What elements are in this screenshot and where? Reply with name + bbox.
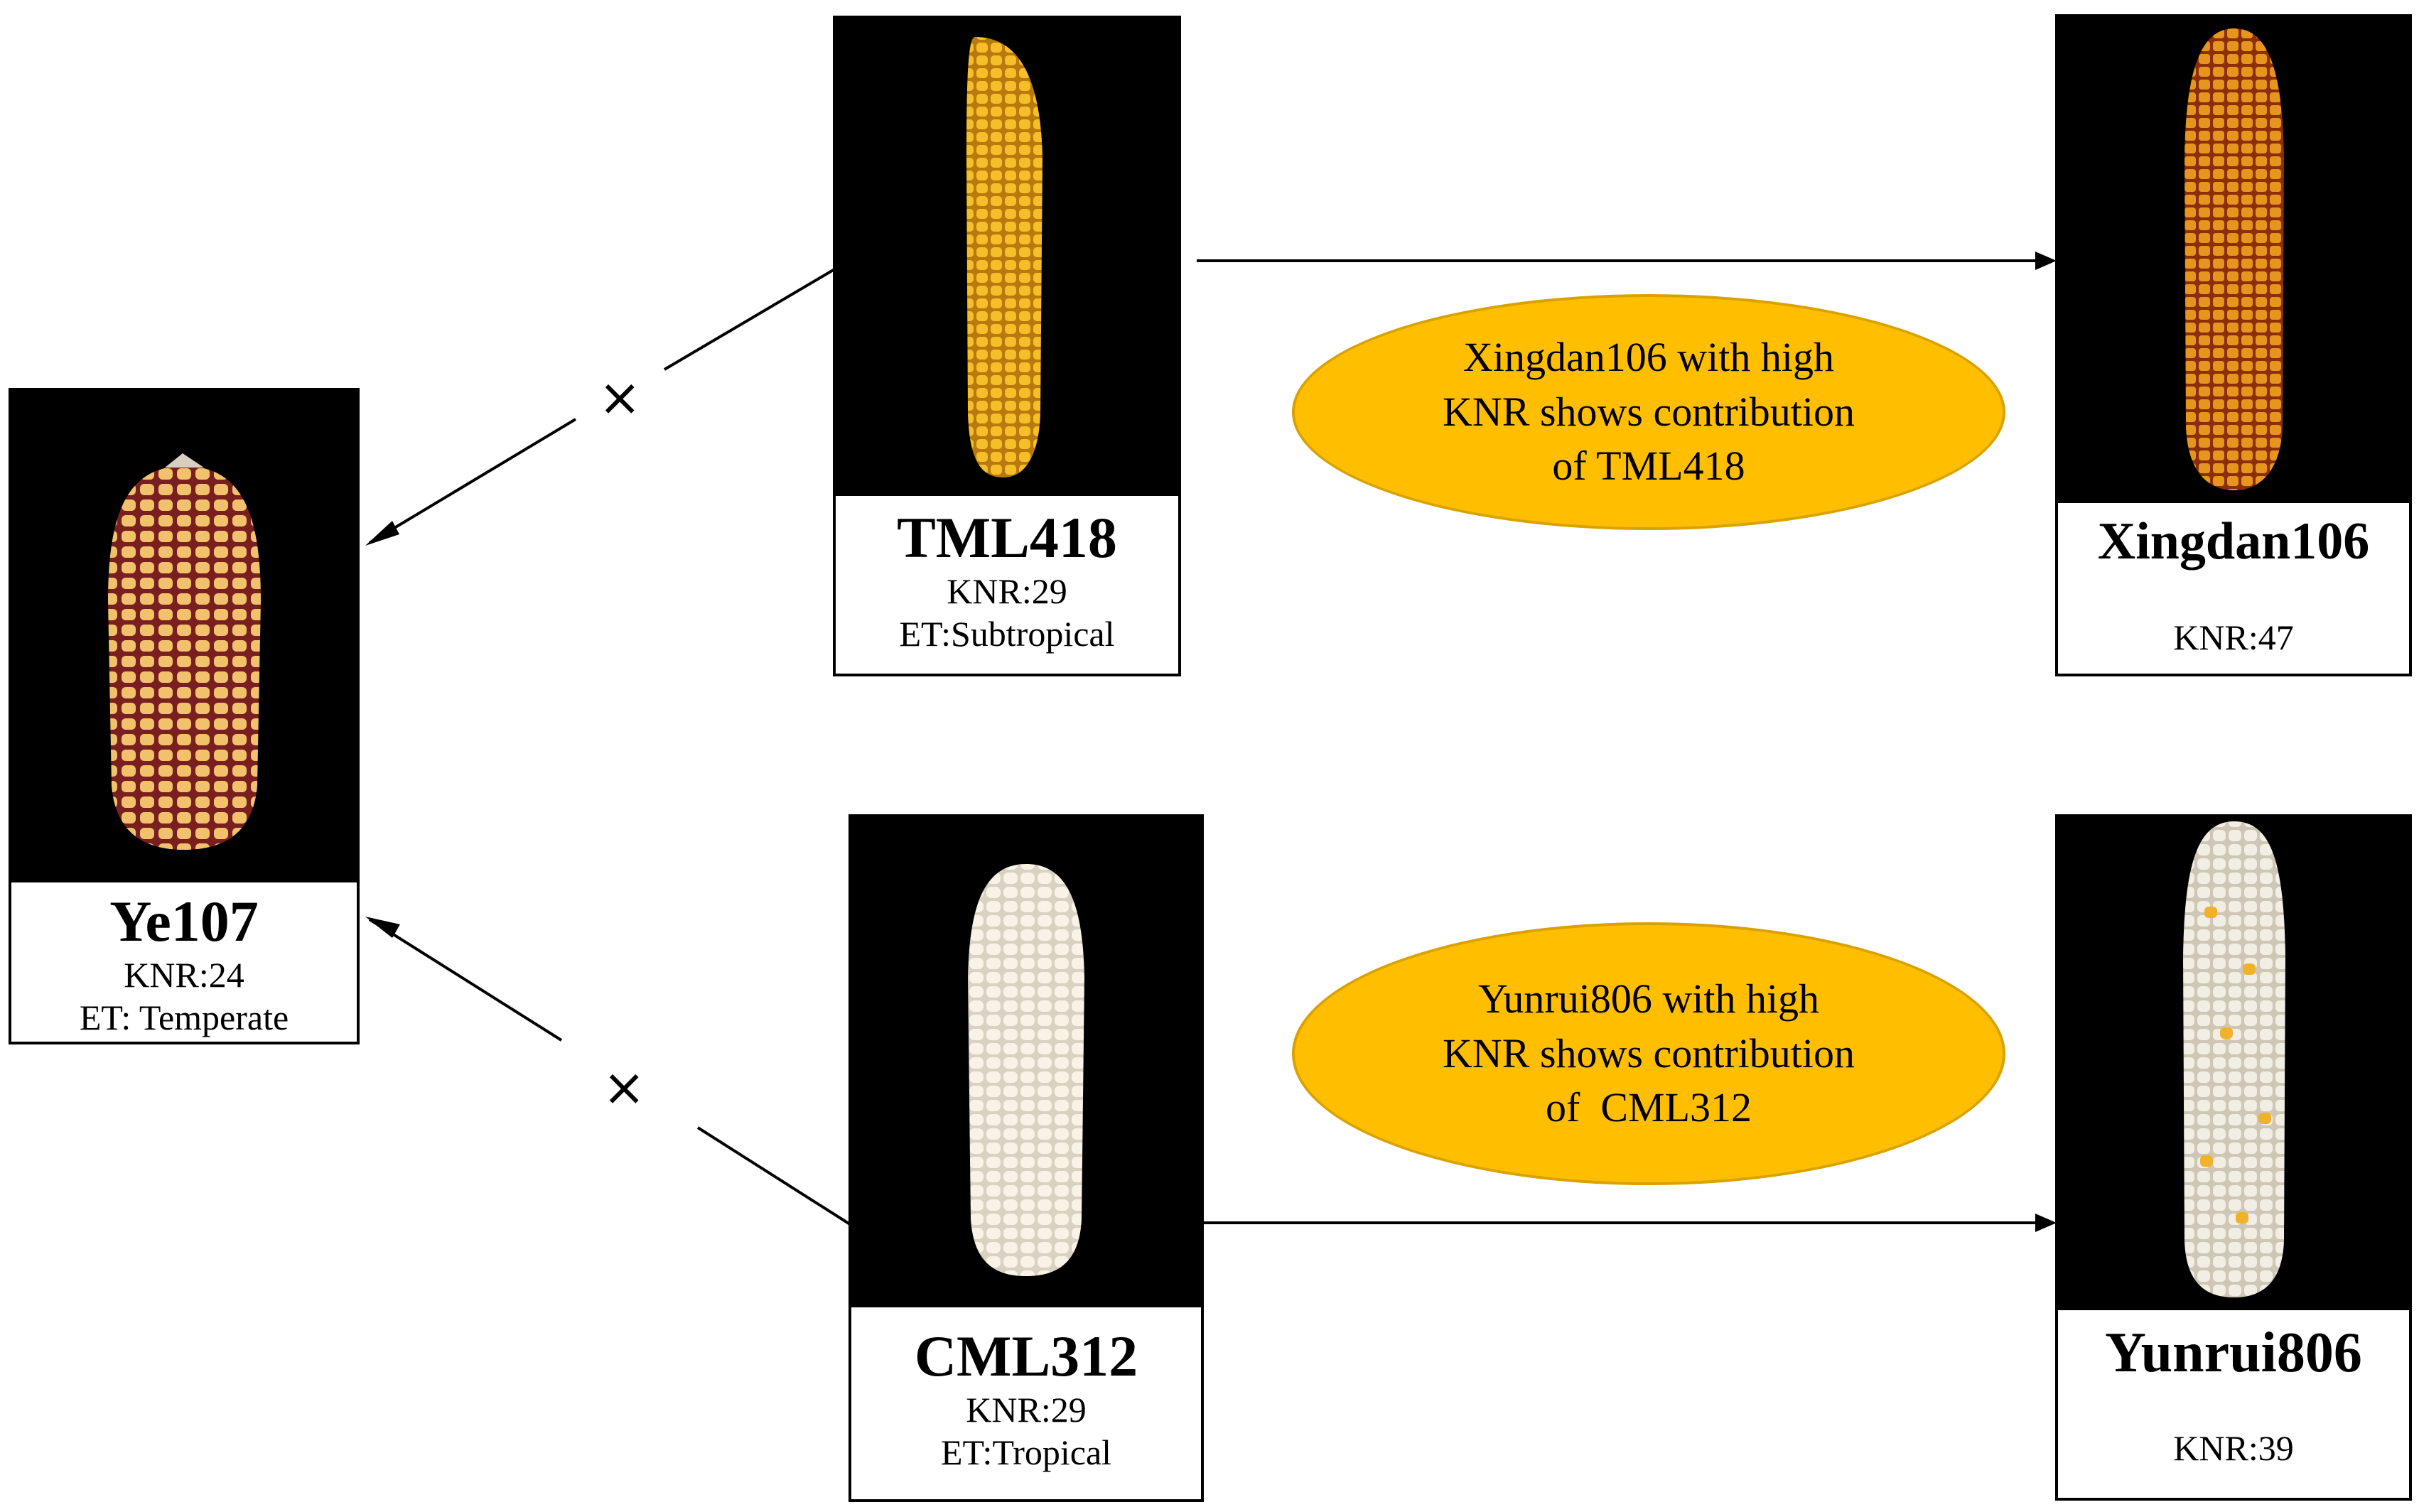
cross-line-tml418-ye107-a [663, 267, 837, 371]
ear-photo-xingdan106 [2055, 14, 2412, 500]
ear-photo-tml418 [833, 16, 1181, 493]
caption-xingdan106: Xingdan106 KNR:47 [2055, 500, 2412, 676]
cross-line-tml418-ye107-b [368, 418, 577, 544]
note-bottom-line-3: of CML312 [1546, 1084, 1752, 1131]
knr-xingdan106: KNR:47 [2173, 617, 2294, 658]
corn-ear-xingdan106 [2184, 28, 2284, 490]
node-name-cml312: CML312 [914, 1324, 1138, 1388]
note-xingdan106-contribution: Xingdan106 with high KNR shows contribut… [1292, 294, 2005, 530]
note-top-line-1: Xingdan106 with high [1463, 334, 1834, 381]
node-name-ye107: Ye107 [109, 889, 259, 954]
arrowhead-to-ye107-top [365, 521, 399, 546]
corn-ear-ye107 [108, 453, 261, 850]
arrowhead-to-ye107-bottom [365, 917, 400, 938]
caption-cml312: CML312 KNR:29 ET:Tropical [848, 1305, 1204, 1502]
ear-photo-yunrui806 [2055, 814, 2412, 1307]
cross-line-cml312-ye107-b [368, 918, 563, 1042]
et-tml418: ET:Subtropical [899, 614, 1115, 654]
corn-ear-yunrui806 [2183, 821, 2285, 1297]
node-name-yunrui806: Yunrui806 [2105, 1322, 2362, 1384]
caption-yunrui806: Yunrui806 KNR:39 [2055, 1307, 2412, 1501]
node-tml418: TML418 KNR:29 ET:Subtropical [833, 16, 1181, 676]
knr-ye107: KNR:24 [124, 955, 244, 995]
knr-yunrui806: KNR:39 [2173, 1428, 2294, 1468]
caption-ye107: Ye107 KNR:24 ET: Temperate [9, 880, 360, 1044]
ear-photo-cml312 [848, 814, 1204, 1305]
note-top-line-3: of TML418 [1552, 443, 1745, 490]
corn-ear-tml418 [966, 37, 1043, 477]
note-yunrui806-contribution: Yunrui806 with high KNR shows contributi… [1292, 922, 2005, 1185]
et-cml312: ET:Tropical [940, 1432, 1112, 1473]
et-ye107: ET: Temperate [79, 998, 289, 1038]
node-xingdan106: Xingdan106 KNR:47 [2055, 14, 2412, 676]
node-ye107: Ye107 KNR:24 ET: Temperate [9, 388, 360, 1044]
node-yunrui806: Yunrui806 KNR:39 [2055, 814, 2412, 1501]
cross-symbol-bottom: × [596, 1062, 653, 1113]
corn-ear-cml312 [968, 864, 1084, 1276]
note-bottom-line-2: KNR shows contribution [1443, 1030, 1855, 1076]
cross-symbol-top: × [591, 372, 649, 423]
arrowhead-to-yunrui806 [2035, 1214, 2057, 1232]
knr-cml312: KNR:29 [966, 1390, 1087, 1430]
node-name-xingdan106: Xingdan106 [2097, 512, 2370, 571]
knr-tml418: KNR:29 [947, 571, 1067, 612]
arrowhead-to-xingdan106 [2035, 252, 2057, 270]
note-bottom-line-1: Yunrui806 with high [1477, 976, 1820, 1022]
cross-line-cml312-ye107-a [696, 1126, 851, 1226]
note-top-line-2: KNR shows contribution [1443, 388, 1855, 435]
ear-photo-ye107 [9, 388, 360, 880]
caption-tml418: TML418 KNR:29 ET:Subtropical [833, 493, 1181, 676]
node-cml312: CML312 KNR:29 ET:Tropical [848, 814, 1204, 1502]
node-name-tml418: TML418 [897, 505, 1117, 570]
